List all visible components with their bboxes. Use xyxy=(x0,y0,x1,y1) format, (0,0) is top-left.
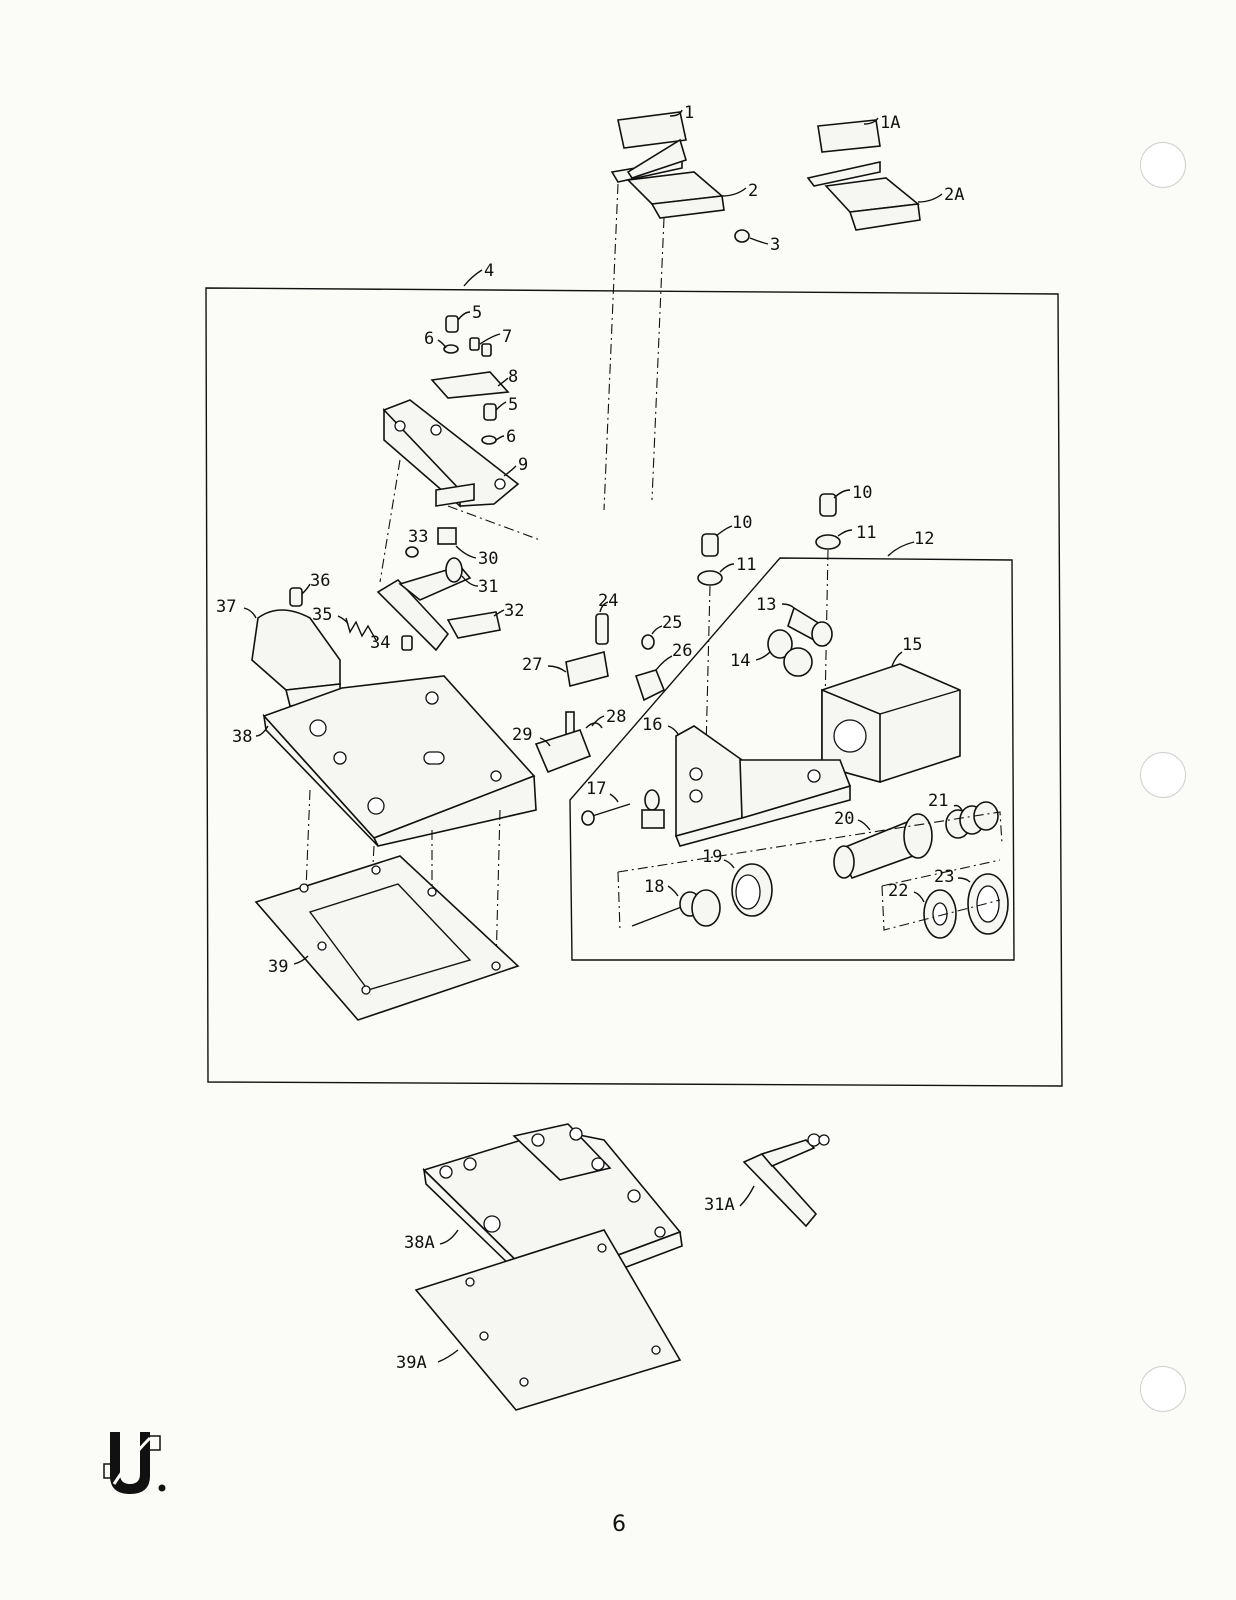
callout-18: 18 xyxy=(644,877,664,897)
callout-7: 7 xyxy=(502,327,512,347)
screws-5-6-7 xyxy=(443,315,497,445)
callout-15: 15 xyxy=(902,635,922,655)
callout-28: 28 xyxy=(606,707,626,727)
callout-27: 27 xyxy=(522,655,542,675)
part-19-ring xyxy=(731,863,773,917)
part-35-spring xyxy=(345,617,377,641)
part-23-end-cap xyxy=(967,873,1009,935)
callout-1: 1 xyxy=(684,103,694,123)
binder-hole-top xyxy=(1140,142,1186,188)
part-13-fitting xyxy=(787,606,833,647)
callout-35: 35 xyxy=(312,605,332,625)
part-1A-bracket xyxy=(806,119,881,187)
callout-38: 38 xyxy=(232,727,252,747)
callout-26: 26 xyxy=(672,641,692,661)
callout-31A: 31A xyxy=(704,1195,735,1215)
part-10-screw-right xyxy=(819,493,837,517)
part-16-bracket xyxy=(674,725,852,847)
page-number: 6 xyxy=(612,1512,626,1537)
callout-19: 19 xyxy=(702,847,722,867)
part-17-screw xyxy=(581,789,665,829)
callout-10-right: 10 xyxy=(852,483,872,503)
callout-4: 4 xyxy=(484,261,494,281)
callout-36: 36 xyxy=(310,571,330,591)
part-18-piston-rod xyxy=(631,889,721,927)
part-32-spring-plate xyxy=(446,611,501,639)
part-11-washer-left xyxy=(697,570,723,586)
callout-1A: 1A xyxy=(880,113,900,133)
part-27-block xyxy=(565,651,609,687)
assembly-4-frame xyxy=(205,287,1063,1087)
callout-8: 8 xyxy=(508,367,518,387)
part-15-cylinder-body xyxy=(821,663,961,784)
callout-13: 13 xyxy=(756,595,776,615)
part-1-bracket xyxy=(610,111,687,183)
callout-16: 16 xyxy=(642,715,662,735)
part-10-screw-left xyxy=(701,533,719,557)
part-2-bracket xyxy=(626,171,725,219)
callout-14: 14 xyxy=(730,651,750,671)
callout-labels: 1 1A 2 2A 3 4 5 6 7 8 5 6 9 33 30 31 32 … xyxy=(216,103,971,1373)
part-29-fork xyxy=(534,711,592,774)
callout-2: 2 xyxy=(748,181,758,201)
callout-32: 32 xyxy=(504,601,524,621)
callout-38A: 38A xyxy=(404,1233,435,1253)
callout-17: 17 xyxy=(586,779,606,799)
callout-3: 3 xyxy=(770,235,780,255)
part-26-clamp xyxy=(634,669,666,702)
callout-39A: 39A xyxy=(396,1353,427,1373)
callout-21: 21 xyxy=(928,791,948,811)
part-21-spring xyxy=(945,801,999,839)
callout-12: 12 xyxy=(914,529,934,549)
callout-11-left: 11 xyxy=(736,555,756,575)
callout-22: 22 xyxy=(888,881,908,901)
callout-20: 20 xyxy=(834,809,854,829)
callout-25: 25 xyxy=(662,613,682,633)
part-14-fitting xyxy=(767,629,813,677)
callout-31: 31 xyxy=(478,577,498,597)
part-33-nut xyxy=(405,546,419,558)
binder-hole-middle xyxy=(1140,752,1186,798)
part-30-block xyxy=(437,527,457,545)
part-20-piston xyxy=(833,813,933,879)
part-2A-bracket xyxy=(824,177,921,231)
callout-37: 37 xyxy=(216,597,236,617)
part-8-plate xyxy=(430,371,510,399)
part-9-slider xyxy=(382,399,520,508)
part-34-screw xyxy=(401,635,413,651)
company-logo xyxy=(103,1432,166,1494)
sub-assembly-12-frame xyxy=(569,557,1015,961)
callout-23: 23 xyxy=(934,867,954,887)
callout-6-top: 6 xyxy=(424,329,434,349)
part-31A-lever xyxy=(742,1133,830,1228)
callout-39: 39 xyxy=(268,957,288,977)
callout-5-mid: 5 xyxy=(508,395,518,415)
callout-33: 33 xyxy=(408,527,428,547)
callout-11-right: 11 xyxy=(856,523,876,543)
part-3-screw xyxy=(734,229,750,243)
part-38-base-plate xyxy=(262,675,537,847)
part-31-lever xyxy=(376,557,472,652)
callout-30: 30 xyxy=(478,549,498,569)
callout-5-top: 5 xyxy=(472,303,482,323)
part-25-screw xyxy=(641,634,655,650)
callout-24: 24 xyxy=(598,591,618,611)
callout-10-left: 10 xyxy=(732,513,752,533)
part-11-washer-right xyxy=(815,534,841,550)
part-36-screw xyxy=(289,587,303,607)
callout-2A: 2A xyxy=(944,185,964,205)
binder-hole-bottom xyxy=(1140,1366,1186,1412)
callout-34: 34 xyxy=(370,633,390,653)
part-22-washer xyxy=(923,889,957,939)
part-39-gasket xyxy=(254,855,520,1021)
callout-9: 9 xyxy=(518,455,528,475)
part-39A-plate xyxy=(414,1229,682,1411)
part-24-screw xyxy=(595,613,609,645)
callout-6-mid: 6 xyxy=(506,427,516,447)
callout-29: 29 xyxy=(512,725,532,745)
